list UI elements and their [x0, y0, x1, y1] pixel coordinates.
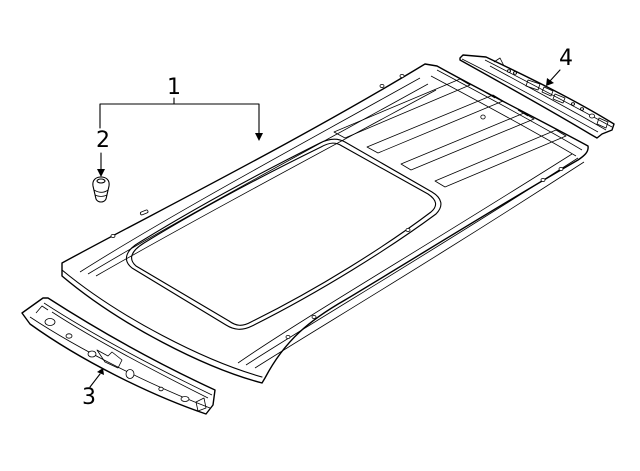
roof-plug [92, 176, 110, 203]
sunroof-opening [125, 138, 442, 330]
roof-panel [61, 63, 589, 384]
callout-2: 2 [96, 128, 110, 153]
callout-4: 4 [559, 46, 573, 71]
rear-roof-rail [459, 54, 615, 139]
leader-lines [89, 69, 561, 388]
roof-stiffener-panels [333, 73, 567, 188]
callout-1: 1 [167, 75, 181, 100]
callout-3: 3 [82, 385, 96, 410]
front-roof-rail [21, 297, 216, 415]
